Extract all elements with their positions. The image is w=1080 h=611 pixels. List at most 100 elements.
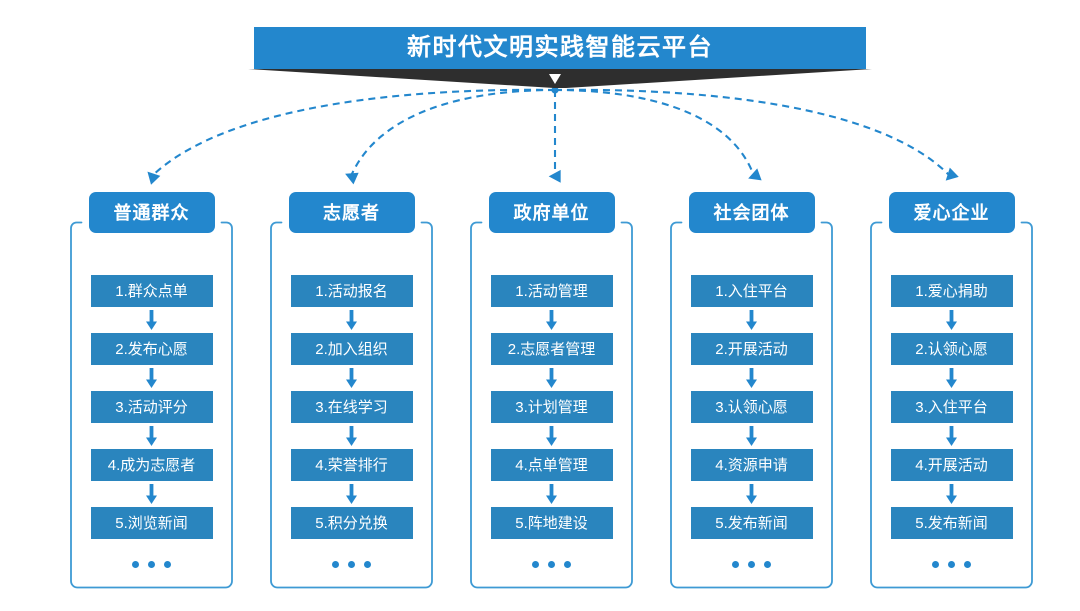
column-card-public: 普通群众 1.群众点单 2.发布心愿 3.活动评分 4.成为志愿者 5.浏览新闻 [70,192,233,589]
flow-item-social-group-1[interactable]: 1.入住平台 [690,275,813,307]
flow-connector [491,423,613,449]
flow-item-label: 5.积分兑换 [315,514,388,532]
flow-item-volunteer-4[interactable]: 4.荣誉排行 [290,449,413,481]
more-items-ellipsis-enterprise [891,561,1013,568]
arrow-down-icon [746,484,757,504]
arrow-down-icon [546,368,557,388]
arrow-down-icon [746,368,757,388]
flow-connector [291,307,413,333]
flow-item-social-group-2[interactable]: 2.开展活动 [690,333,813,365]
ellipsis-dot [564,561,571,568]
flow-connector [291,481,413,507]
column-items-government: 1.活动管理 2.志愿者管理 3.计划管理 4.点单管理 5.阵地建设 [490,275,613,568]
flow-item-enterprise-1[interactable]: 1.爱心捐助 [890,275,1013,307]
flow-item-label: 1.入住平台 [715,282,788,300]
arrow-down-icon [546,484,557,504]
flow-item-label: 4.资源申请 [715,456,788,474]
flow-item-social-group-4[interactable]: 4.资源申请 [690,449,813,481]
flow-item-public-5[interactable]: 5.浏览新闻 [90,507,213,539]
ellipsis-dot [964,561,971,568]
flow-item-label: 2.开展活动 [715,340,788,358]
arrow-down-icon [346,310,357,330]
flow-item-volunteer-2[interactable]: 2.加入组织 [290,333,413,365]
flow-item-social-group-5[interactable]: 5.发布新闻 [690,507,813,539]
ellipsis-dot [548,561,555,568]
flow-item-government-4[interactable]: 4.点单管理 [490,449,613,481]
column-card-government: 政府单位 1.活动管理 2.志愿者管理 3.计划管理 4.点单管理 5.阵地建设 [470,192,633,589]
arrow-down-icon [946,426,957,446]
flow-item-enterprise-2[interactable]: 2.认领心愿 [890,333,1013,365]
card-outline [870,221,1033,589]
column-header-enterprise[interactable]: 爱心企业 [888,192,1015,233]
flow-item-label: 4.荣誉排行 [315,456,388,474]
ellipsis-dot [148,561,155,568]
flow-connector [491,307,613,333]
flow-connector [891,365,1013,391]
title-bar-background: 新时代文明实践智能云平台 [254,27,866,69]
column-items-public: 1.群众点单 2.发布心愿 3.活动评分 4.成为志愿者 5.浏览新闻 [90,275,213,568]
flow-item-volunteer-1[interactable]: 1.活动报名 [290,275,413,307]
flow-item-volunteer-3[interactable]: 3.在线学习 [290,391,413,423]
flow-item-social-group-3[interactable]: 3.认领心愿 [690,391,813,423]
flow-item-government-2[interactable]: 2.志愿者管理 [490,333,613,365]
flow-connector [291,365,413,391]
flow-item-label: 3.在线学习 [315,398,388,416]
arrow-down-icon [946,310,957,330]
arrow-down-icon [546,426,557,446]
flow-item-enterprise-3[interactable]: 3.入住平台 [890,391,1013,423]
flow-item-label: 4.成为志愿者 [107,456,196,474]
flow-connector [691,423,813,449]
flow-item-public-1[interactable]: 1.群众点单 [90,275,213,307]
more-items-ellipsis-government [491,561,613,568]
flow-item-label: 5.阵地建设 [515,514,588,532]
chevron-down-icon [549,74,561,84]
flow-item-enterprise-4[interactable]: 4.开展活动 [890,449,1013,481]
flow-item-government-1[interactable]: 1.活动管理 [490,275,613,307]
flow-item-public-4[interactable]: 4.成为志愿者 [90,449,213,481]
column-header-volunteer[interactable]: 志愿者 [288,192,415,233]
column-header-label-volunteer: 志愿者 [323,202,380,223]
flow-connector [91,307,213,333]
ellipsis-dot [764,561,771,568]
arrow-down-icon [946,368,957,388]
arrow-down-icon [746,310,757,330]
flow-item-volunteer-5[interactable]: 5.积分兑换 [290,507,413,539]
flow-item-public-2[interactable]: 2.发布心愿 [90,333,213,365]
column-header-label-enterprise: 爱心企业 [913,202,990,223]
flow-connector [291,423,413,449]
flow-item-government-3[interactable]: 3.计划管理 [490,391,613,423]
column-header-label-public: 普通群众 [113,202,190,223]
arrow-down-icon [346,484,357,504]
platform-title-bar: 新时代文明实践智能云平台 [254,27,866,69]
column-header-social-group[interactable]: 社会团体 [688,192,815,233]
ellipsis-dot [732,561,739,568]
flow-connector [891,423,1013,449]
flow-connector [891,481,1013,507]
ellipsis-dot [132,561,139,568]
flow-item-label: 1.群众点单 [115,282,188,300]
ellipsis-dot [948,561,955,568]
flow-item-label: 2.志愿者管理 [507,340,596,358]
column-header-government[interactable]: 政府单位 [488,192,615,233]
title-ribbon-shape [248,69,872,88]
flow-item-label: 3.活动评分 [115,398,188,416]
flow-item-label: 5.发布新闻 [715,514,788,532]
flow-item-public-3[interactable]: 3.活动评分 [90,391,213,423]
card-outline [670,221,833,589]
flow-connector [91,365,213,391]
column-header-public[interactable]: 普通群众 [88,192,215,233]
flow-item-government-5[interactable]: 5.阵地建设 [490,507,613,539]
page-title: 新时代文明实践智能云平台 [407,34,713,61]
flow-connector [491,365,613,391]
arrow-down-icon [146,310,157,330]
flow-item-label: 5.发布新闻 [915,514,988,532]
ellipsis-dot [932,561,939,568]
flow-item-enterprise-5[interactable]: 5.发布新闻 [890,507,1013,539]
flow-item-label: 4.开展活动 [915,456,988,474]
column-card-social-group: 社会团体 1.入住平台 2.开展活动 3.认领心愿 4.资源申请 5.发布新闻 [670,192,833,589]
flow-connector [891,307,1013,333]
flow-item-label: 5.浏览新闻 [115,514,188,532]
column-header-label-government: 政府单位 [513,202,590,223]
arrow-down-icon [346,368,357,388]
